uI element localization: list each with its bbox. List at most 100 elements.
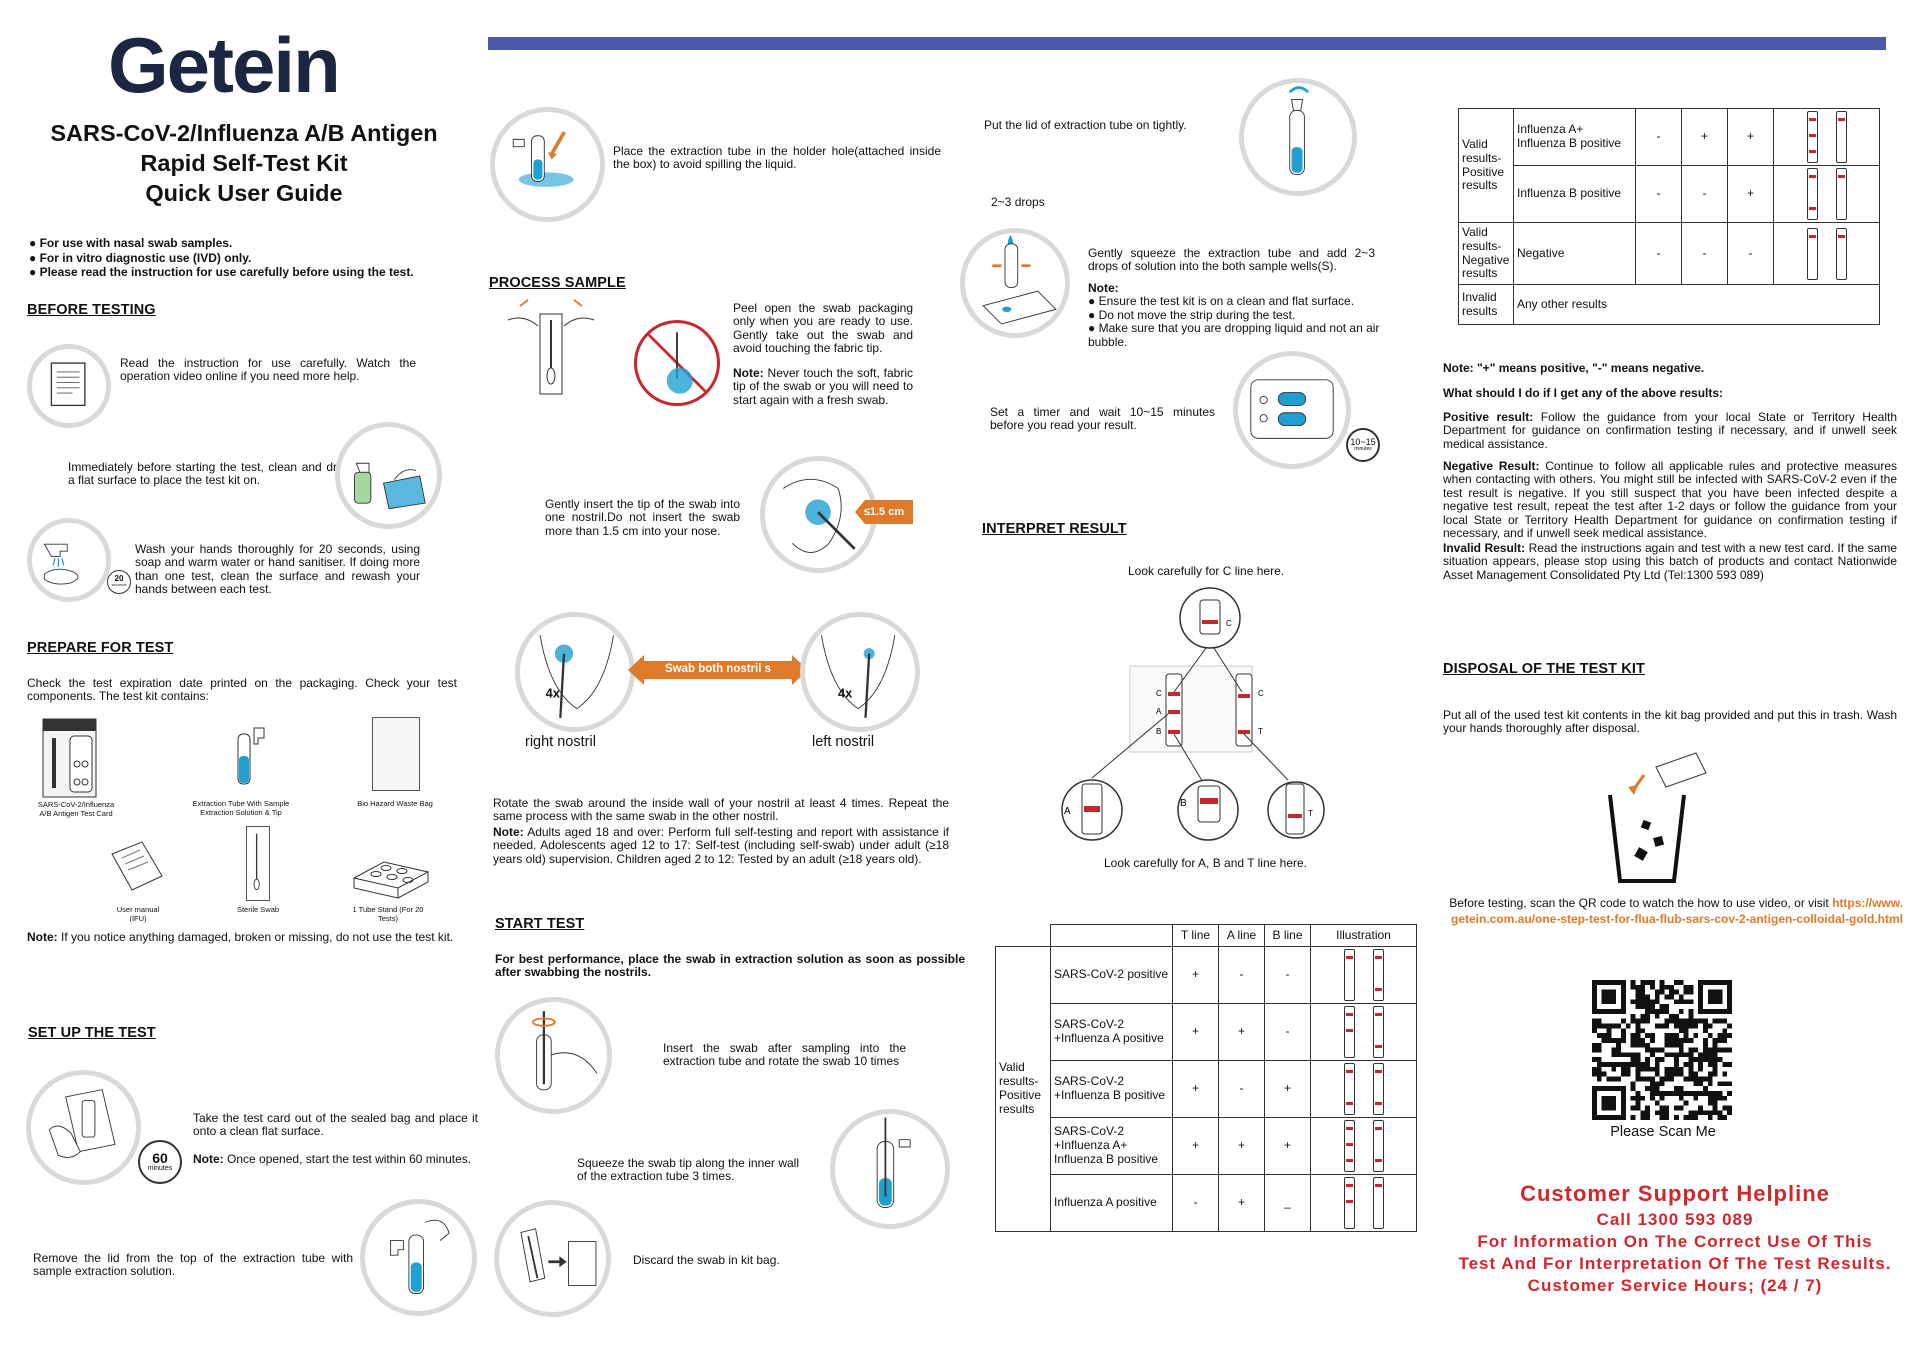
line-letter: T [1258, 727, 1263, 736]
strip-cab [1343, 1120, 1355, 1172]
table-row: Valid results- Positive results Influenz… [1458, 108, 1880, 223]
group-label: Valid results- Positive results [995, 946, 1051, 1232]
disposal-heading: DISPOSAL OF THE TEST KIT [1443, 661, 1645, 677]
page-title: SARS-CoV-2/Influenza A/B Antigen Rapid S… [28, 118, 460, 208]
illustration-cell [1310, 1003, 1417, 1061]
timer-unit: minutes [147, 1165, 173, 1172]
note-text: If you notice anything damaged, broken o… [57, 930, 454, 944]
squeeze-3-text: Squeeze the swab tip along the inner wal… [577, 1156, 799, 1184]
title-line: Quick User Guide [145, 180, 343, 207]
header-accent-bar [488, 37, 1886, 50]
table-row: SARS-CoV-2 +Influenza A+ Influenza B pos… [996, 1117, 1417, 1175]
support-title: Customer Support Helpline [1520, 1181, 1830, 1206]
column-header: B line [1264, 924, 1311, 947]
strip-ct [1835, 168, 1847, 220]
before-testing-heading: BEFORE TESTING [27, 302, 156, 318]
timer-10-15-icon: 10~15 minutes [1346, 428, 1380, 462]
table-row: SARS-CoV-2 +Influenza A positive + + - [996, 1003, 1417, 1061]
waste-bag-illustration [372, 717, 420, 791]
group-label: Valid results- Positive results [1458, 108, 1514, 223]
result-text: Continue to follow all applicable rules … [1443, 459, 1897, 541]
table-row: Influenza B positive - - + [1459, 165, 1880, 223]
note-item: ● Do not move the strip during the test. [1088, 307, 1296, 322]
strip-cab [1806, 168, 1818, 220]
peel-text: Peel open the swab packaging only when y… [733, 301, 913, 356]
b-line-value: + [1727, 165, 1774, 223]
note-label: Note: [27, 930, 58, 944]
drops-label: 2~3 drops [991, 195, 1045, 209]
table-cell [995, 924, 1051, 947]
adult-note: Note: Adults aged 18 and over: Perform f… [493, 825, 949, 866]
qr-code[interactable] [1592, 980, 1732, 1120]
look-c-label: Look carefully for C line here. [1128, 564, 1285, 578]
document-icon [27, 344, 111, 428]
note-label: Note: [1088, 281, 1119, 295]
negative-result-text: Negative Result: Continue to follow all … [1443, 459, 1897, 541]
visit-text: Before testing, scan the QR code to watc… [1449, 896, 1833, 910]
best-performance-text: For best performance, place the swab in … [495, 952, 965, 980]
illustration-cell [1773, 108, 1880, 166]
result-label: Invalid Result: [1443, 541, 1526, 555]
a-line-value: - [1218, 946, 1265, 1004]
prepare-note: Note: If you notice anything damaged, br… [27, 930, 467, 944]
result-name: Negative [1513, 222, 1636, 285]
scan-label: Please Scan Me [1610, 1124, 1716, 1140]
start-test-heading: START TEST [495, 916, 585, 932]
disposal-text: Put all of the used test kit contents in… [1443, 708, 1897, 736]
what-to-do-heading: What should I do if I get any of the abo… [1443, 386, 1724, 400]
support-line: For Information On The Correct Use Of Th… [1477, 1231, 1873, 1251]
setup-note: Note: Once opened, start the test within… [193, 1152, 483, 1166]
table-row: Influenza A positive - + _ [996, 1174, 1417, 1232]
b-line-value: - [1264, 946, 1311, 1004]
illustration-cell [1310, 1117, 1417, 1175]
note-text: Never touch the soft, fabric tip of the … [733, 366, 913, 407]
invalid-result-text: Invalid Result: Read the instructions ag… [1443, 541, 1897, 582]
title-line: SARS-CoV-2/Influenza A/B Antigen [50, 120, 438, 146]
result-name: Any other results [1513, 284, 1880, 325]
timer-number: 20 [114, 574, 124, 583]
video-link[interactable]: https://www.getein.com.au/one-step-test-… [1450, 896, 1903, 926]
discard-swab-icon [494, 1200, 611, 1317]
b-line-value: - [1727, 222, 1774, 285]
peel-note: Note: Never touch the soft, fabric tip o… [733, 366, 913, 407]
illustration-cell [1773, 165, 1880, 223]
strip-cab [1343, 949, 1355, 1001]
component-label: Sterile Swab [236, 905, 280, 914]
column-header: T line [1172, 924, 1219, 947]
strip-cab [1806, 227, 1818, 280]
illustration-cell [1310, 1174, 1417, 1232]
support-hours: Customer Service Hours; (24 / 7) [1527, 1275, 1823, 1295]
line-letter: B [1156, 727, 1161, 736]
timer-unit: seconds [111, 582, 127, 587]
right-nostril-label: right nostril [525, 734, 596, 750]
note-label: Note: [733, 366, 764, 380]
a-line-value: - [1218, 1060, 1265, 1118]
a-line-value: + [1218, 1003, 1265, 1061]
group-label: Invalid results [1458, 284, 1514, 325]
read-instructions-text: Read the instruction for use carefully. … [120, 356, 416, 384]
remove-lid-icon [360, 1199, 477, 1316]
strip-ct [1835, 111, 1847, 163]
illustration-cell [1773, 222, 1880, 285]
b-line-value: + [1264, 1060, 1311, 1118]
note-text: Once opened, start the test within 60 mi… [223, 1152, 472, 1166]
prepare-text: Check the test expiration date printed o… [27, 676, 457, 704]
take-card-text: Take the test card out of the sealed bag… [193, 1111, 478, 1139]
component-label: Extraction Tube With Sample Extraction S… [192, 799, 290, 817]
a-line-value: - [1681, 222, 1728, 285]
result-text: Follow the guidance from your local Stat… [1443, 410, 1897, 451]
insert-swab-text: Gently insert the tip of the swab into o… [545, 497, 740, 538]
line-letter: C [1258, 689, 1264, 698]
line-letter: T [1308, 809, 1313, 818]
strip-ct [1372, 949, 1384, 1001]
result-name: Influenza A+ Influenza B positive [1513, 108, 1636, 166]
right-nostril-icon: 4x [515, 612, 635, 732]
result-name: SARS-CoV-2 +Influenza A+ Influenza B pos… [1050, 1117, 1173, 1175]
depth-limit-tag: ≤1.5 cm [855, 500, 913, 524]
tube-stand-illustration [352, 858, 430, 900]
title-line: Rapid Self-Test Kit [140, 150, 348, 177]
drops-note: Note: ● Ensure the test kit is on a clea… [1088, 281, 1388, 349]
test-card-illustration [42, 718, 97, 798]
swab-both-label: Swab both nostril s [664, 663, 772, 675]
